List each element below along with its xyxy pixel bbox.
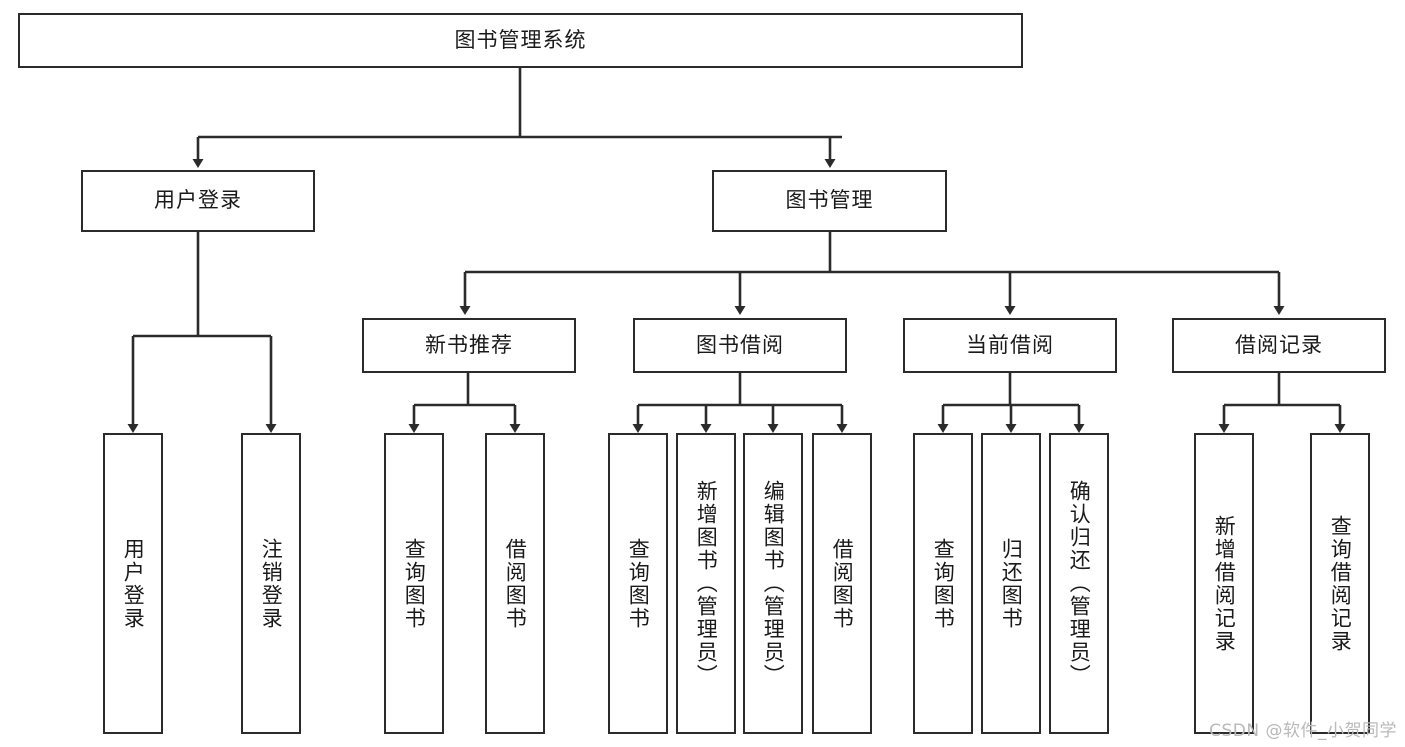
node-leaf-add-book[interactable]: 新增图书（管理员） [676,433,736,734]
node-leaf-confirm-return[interactable]: 确认归还（管理员） [1049,433,1109,734]
node-label: 借阅图书 [830,537,855,630]
node-label: 查询借阅记录 [1328,514,1353,653]
node-label: 查询图书 [626,537,651,630]
node-label: 注销登录 [259,537,284,630]
node-book-borrow[interactable]: 图书借阅 [633,318,847,373]
node-label: 查询图书 [931,537,956,630]
node-leaf-query-book-1[interactable]: 查询图书 [384,433,444,734]
node-leaf-logout-login[interactable]: 注销登录 [241,433,301,734]
node-label: 图书管理系统 [454,27,587,52]
node-label: 查询图书 [402,537,427,630]
node-leaf-borrow-book-1[interactable]: 借阅图书 [485,433,545,734]
node-label: 归还图书 [999,537,1024,630]
node-label: 确认归还（管理员） [1067,480,1092,687]
node-label: 借阅图书 [503,537,528,630]
node-leaf-user-login[interactable]: 用户登录 [103,433,163,734]
csdn-watermark: CSDN @软件_小贺同学 [1209,721,1397,741]
node-book-manage[interactable]: 图书管理 [712,170,947,232]
node-current-borrow[interactable]: 当前借阅 [903,318,1117,373]
node-label: 新增借阅记录 [1212,514,1237,653]
node-label: 新书推荐 [425,332,513,357]
node-book-management-system[interactable]: 图书管理系统 [18,13,1023,68]
node-label: 图书借阅 [696,332,784,357]
node-label: 编辑图书（管理员） [761,480,786,687]
node-leaf-query-book-3[interactable]: 查询图书 [913,433,973,734]
node-borrow-record[interactable]: 借阅记录 [1172,318,1386,373]
node-label: 用户登录 [154,188,242,213]
node-leaf-return-book[interactable]: 归还图书 [981,433,1041,734]
node-new-book-recommend[interactable]: 新书推荐 [362,318,576,373]
node-leaf-query-record[interactable]: 查询借阅记录 [1310,433,1370,734]
node-leaf-query-book-2[interactable]: 查询图书 [608,433,668,734]
node-label: 新增图书（管理员） [694,480,719,687]
node-label: 借阅记录 [1235,332,1323,357]
node-leaf-add-record[interactable]: 新增借阅记录 [1194,433,1254,734]
node-label: 当前借阅 [966,332,1054,357]
node-user-login[interactable]: 用户登录 [81,170,315,232]
node-leaf-edit-book[interactable]: 编辑图书（管理员） [743,433,803,734]
node-leaf-borrow-book-2[interactable]: 借阅图书 [812,433,872,734]
node-label: 用户登录 [121,537,146,630]
node-label: 图书管理 [785,188,874,213]
